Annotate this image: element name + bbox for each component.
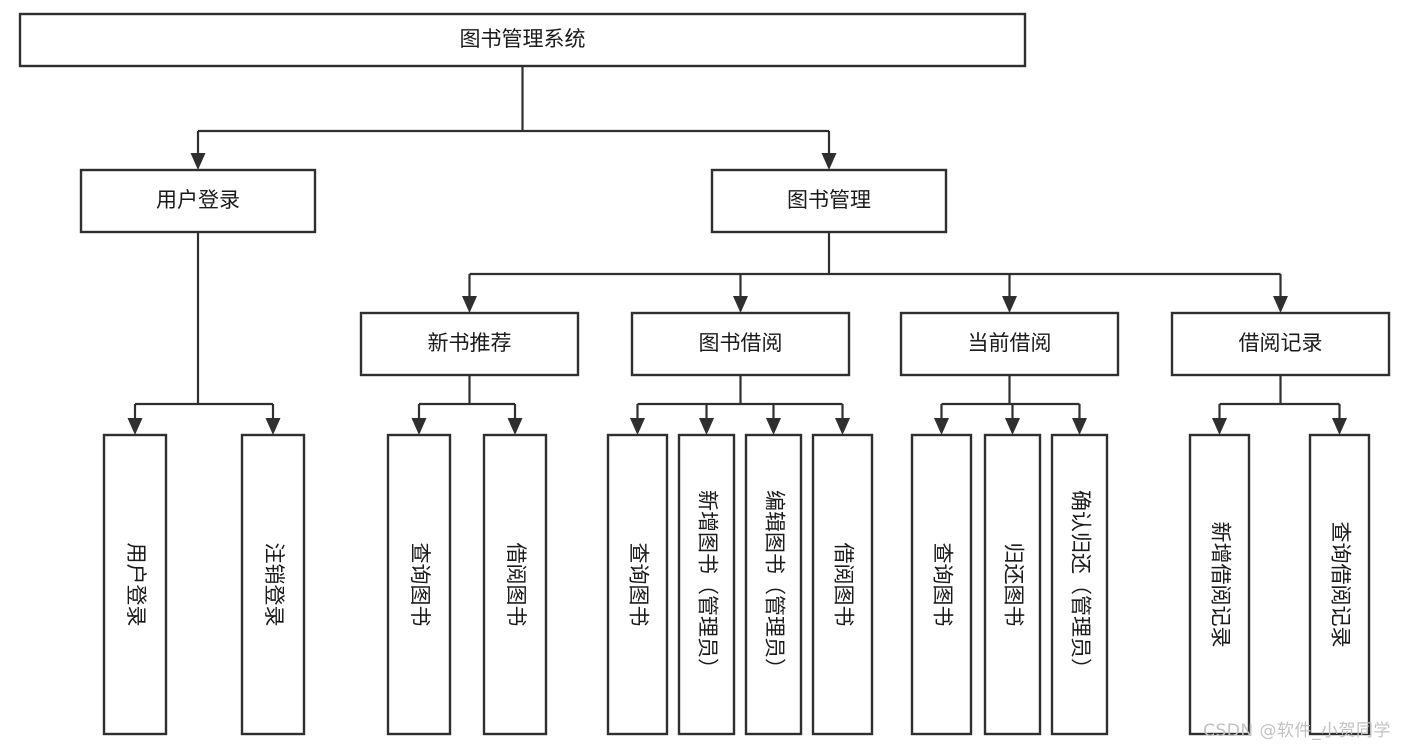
node-leaf-user-login[interactable]: 用户登录 — [102, 433, 168, 736]
arrow-head-icon — [1005, 418, 1020, 435]
arrow-head-icon — [835, 418, 850, 435]
node-label: 用户登录 — [124, 543, 148, 627]
node-box[interactable] — [102, 433, 168, 736]
node-label: 确认归还（管理员） — [1069, 490, 1093, 679]
node-label: 用户登录 — [156, 188, 240, 212]
arrow-head-icon — [766, 418, 781, 435]
node-box[interactable] — [744, 433, 803, 736]
arrow-head-icon — [411, 418, 427, 435]
node-box[interactable] — [482, 433, 548, 736]
node-root[interactable]: 图书管理系统 — [18, 12, 1027, 68]
node-leaf-borrow-book-1[interactable]: 借阅图书 — [482, 433, 548, 736]
node-label: 查询借阅记录 — [1329, 522, 1353, 648]
arrow-head-icon — [190, 153, 206, 170]
arrow-head-icon — [699, 418, 714, 435]
node-label: 图书借阅 — [699, 331, 783, 355]
node-box[interactable] — [710, 168, 948, 234]
arrow-head-icon — [1212, 418, 1227, 435]
node-label: 新增图书（管理员） — [696, 490, 720, 679]
node-book-mgmt[interactable]: 图书管理 — [710, 168, 948, 234]
connector-layer — [127, 66, 1347, 435]
node-leaf-query-record[interactable]: 查询借阅记录 — [1308, 433, 1371, 736]
arrow-head-icon — [733, 296, 748, 313]
arrow-head-icon — [462, 296, 477, 313]
node-box[interactable] — [359, 311, 580, 377]
node-book-borrow[interactable]: 图书借阅 — [630, 311, 851, 377]
node-borrow-record[interactable]: 借阅记录 — [1170, 311, 1391, 377]
node-label: 查询图书 — [627, 543, 651, 627]
node-label: 借阅记录 — [1239, 331, 1323, 355]
node-layer: 图书管理系统用户登录图书管理新书推荐图书借阅当前借阅借阅记录用户登录注销登录查询… — [18, 12, 1391, 736]
node-box[interactable] — [899, 311, 1120, 377]
arrow-head-icon — [630, 418, 645, 435]
node-leaf-query-book-2[interactable]: 查询图书 — [606, 433, 669, 736]
node-leaf-borrow-book-2[interactable]: 借阅图书 — [811, 433, 874, 736]
node-box[interactable] — [1170, 311, 1391, 377]
node-box[interactable] — [811, 433, 874, 736]
node-leaf-query-book-1[interactable]: 查询图书 — [386, 433, 452, 736]
node-user-login[interactable]: 用户登录 — [79, 168, 317, 234]
arrow-head-icon — [507, 418, 523, 435]
node-label: 新书推荐 — [428, 331, 512, 355]
node-box[interactable] — [910, 433, 973, 736]
arrow-head-icon — [934, 418, 949, 435]
node-label: 图书管理 — [787, 188, 871, 212]
node-box[interactable] — [1050, 433, 1109, 736]
node-box[interactable] — [1188, 433, 1251, 736]
node-box[interactable] — [630, 311, 851, 377]
node-leaf-edit-book[interactable]: 编辑图书（管理员） — [744, 433, 803, 736]
node-leaf-add-book[interactable]: 新增图书（管理员） — [677, 433, 736, 736]
csdn-watermark: CSDN @软件_小贺同学 — [1203, 721, 1391, 741]
arrow-head-icon — [127, 418, 143, 435]
node-box[interactable] — [1308, 433, 1371, 736]
node-new-book-rec[interactable]: 新书推荐 — [359, 311, 580, 377]
node-box[interactable] — [79, 168, 317, 234]
arrow-head-icon — [821, 153, 837, 170]
arrow-head-icon — [1002, 296, 1017, 313]
node-box[interactable] — [677, 433, 736, 736]
arrow-head-icon — [1332, 418, 1347, 435]
node-label: 图书管理系统 — [460, 27, 586, 51]
node-box[interactable] — [386, 433, 452, 736]
arrow-head-icon — [1273, 296, 1288, 313]
node-label: 借阅图书 — [504, 543, 528, 627]
node-label: 归还图书 — [1002, 543, 1026, 627]
node-current-borrow[interactable]: 当前借阅 — [899, 311, 1120, 377]
node-box[interactable] — [983, 433, 1042, 736]
node-leaf-add-record[interactable]: 新增借阅记录 — [1188, 433, 1251, 736]
node-leaf-query-book-3[interactable]: 查询图书 — [910, 433, 973, 736]
node-box[interactable] — [240, 433, 306, 736]
node-label: 当前借阅 — [968, 331, 1052, 355]
node-box[interactable] — [606, 433, 669, 736]
node-box[interactable] — [18, 12, 1027, 68]
node-label: 新增借阅记录 — [1209, 522, 1233, 648]
node-label: 编辑图书（管理员） — [763, 490, 787, 679]
arrow-head-icon — [265, 418, 281, 435]
node-leaf-return-book[interactable]: 归还图书 — [983, 433, 1042, 736]
node-label: 注销登录 — [262, 543, 286, 627]
node-leaf-user-logout[interactable]: 注销登录 — [240, 433, 306, 736]
node-label: 借阅图书 — [832, 543, 856, 627]
node-leaf-confirm-return[interactable]: 确认归还（管理员） — [1050, 433, 1109, 736]
node-label: 查询图书 — [931, 543, 955, 627]
arrow-head-icon — [1072, 418, 1087, 435]
node-label: 查询图书 — [408, 543, 432, 627]
